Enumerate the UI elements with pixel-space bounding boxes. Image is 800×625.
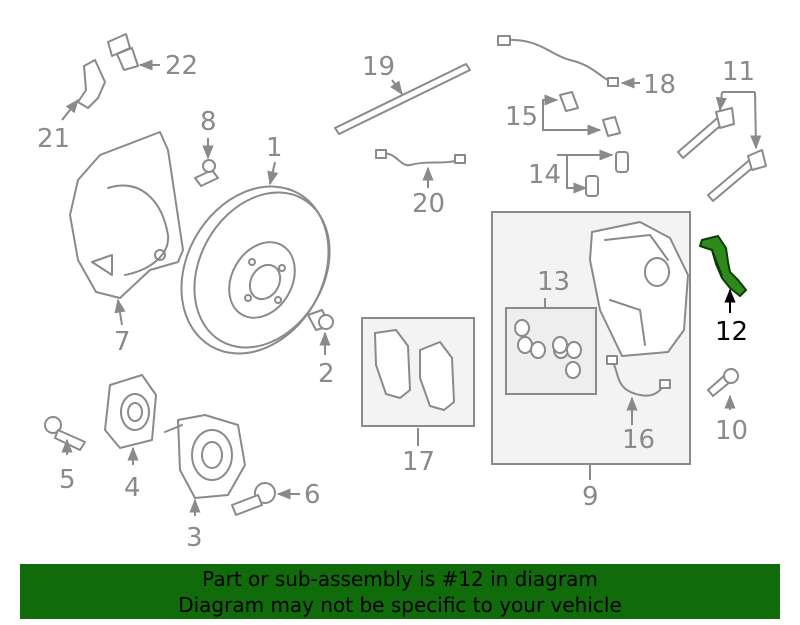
label-6: 6	[304, 480, 321, 510]
banner-line-2: Diagram may not be specific to your vehi…	[178, 593, 622, 617]
label-13: 13	[537, 267, 570, 297]
label-9: 9	[582, 482, 599, 512]
seal-kit-13-part	[514, 319, 582, 379]
wire-19-part	[334, 63, 471, 135]
label-2: 2	[318, 359, 335, 389]
label-18: 18	[643, 70, 676, 100]
banner-line-1: Part or sub-assembly is #12 in diagram	[202, 567, 598, 591]
bolt-6-part	[231, 482, 276, 516]
parts-diagram: 1 2 3 4 5 6 7 8 9 10 11 12 13 14 15 16 1…	[37, 33, 767, 553]
hub-3-part	[164, 414, 246, 499]
label-4: 4	[124, 473, 141, 503]
label-21: 21	[37, 124, 70, 154]
label-12: 12	[715, 317, 748, 347]
caliper-part	[589, 221, 689, 357]
callout-labels: 1 2 3 4 5 6 7 8 9 10 11 12 13 14 15 16 1…	[37, 51, 755, 553]
brake-rotor-part	[180, 185, 331, 355]
bolt-10-part	[707, 368, 739, 397]
stud-part	[194, 159, 219, 187]
pin-14-part	[585, 151, 629, 197]
bolt-11-part	[677, 107, 767, 202]
label-14: 14	[528, 160, 561, 190]
label-3: 3	[186, 523, 203, 553]
label-11: 11	[722, 57, 755, 87]
bolt-22-part	[107, 33, 139, 71]
label-16: 16	[622, 425, 655, 455]
brake-pads-17-part	[374, 329, 455, 411]
label-17: 17	[402, 447, 435, 477]
wear-sensor-16-part	[606, 355, 671, 397]
bolt-5-part	[44, 416, 86, 451]
label-10: 10	[715, 416, 748, 446]
label-19: 19	[362, 52, 395, 82]
label-20: 20	[412, 189, 445, 219]
spring-clip-12-part	[699, 235, 747, 297]
wire-18-part	[497, 35, 619, 87]
info-banner: Part or sub-assembly is #12 in diagram D…	[20, 564, 780, 619]
sensor-21-part	[77, 59, 106, 109]
label-8: 8	[200, 107, 217, 137]
label-5: 5	[59, 465, 76, 495]
leader-lines	[61, 59, 762, 516]
screw-2-part	[307, 309, 334, 331]
label-15: 15	[505, 102, 538, 132]
bearing-4-part	[104, 374, 157, 449]
clip-15-part	[559, 91, 621, 137]
label-7: 7	[114, 327, 131, 357]
label-22: 22	[165, 51, 198, 81]
label-1: 1	[266, 133, 283, 163]
wire-20-part	[375, 149, 466, 167]
dust-shield-part	[69, 131, 184, 299]
